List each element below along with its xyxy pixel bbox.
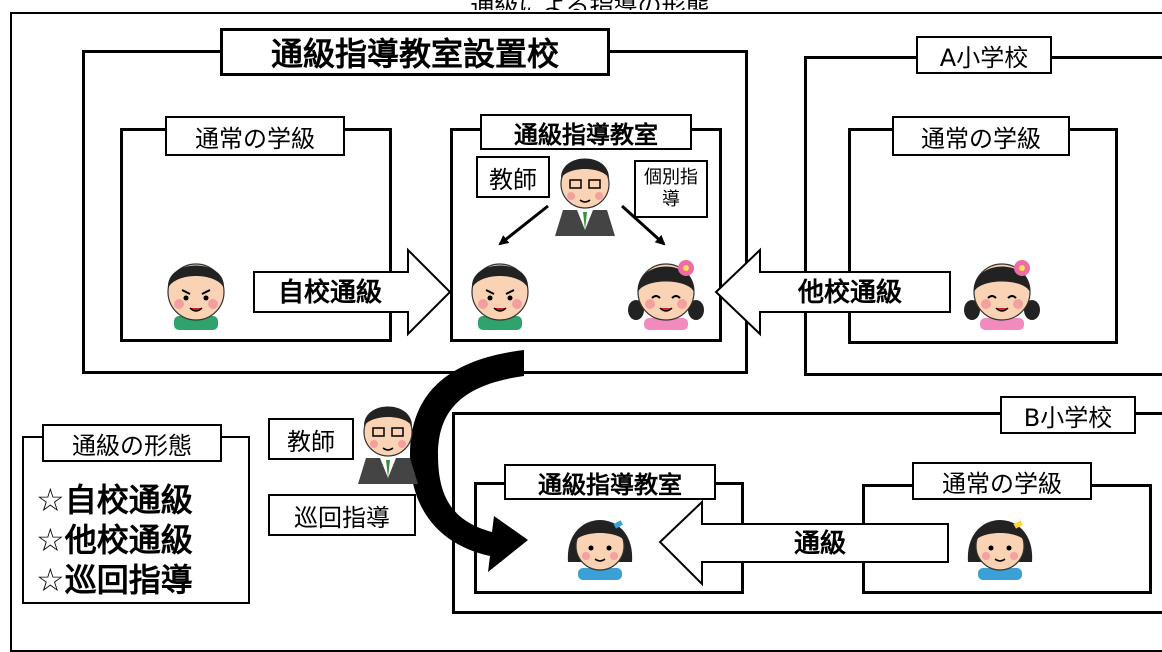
boy-figure-regular xyxy=(167,263,225,330)
other-school-arrow: 他校通級 xyxy=(714,247,951,337)
host-regular-class-label: 通常の学級 xyxy=(165,116,345,156)
teacher-to-girl-arrow xyxy=(620,204,666,246)
girl-figure-school-b-resource xyxy=(567,520,633,580)
legend-item: ☆自校通級 xyxy=(36,481,193,519)
girl-figure-school-a xyxy=(964,260,1040,330)
legend-list: ☆自校通級 ☆他校通級 ☆巡回指導 xyxy=(36,480,193,600)
school-a-title: A小学校 xyxy=(916,36,1052,74)
self-school-arrow-label: 自校通級 xyxy=(278,277,382,308)
school-b-resource-room-label: 通級指導教室 xyxy=(504,464,716,500)
host-teacher-figure xyxy=(555,158,615,236)
legend-item: ☆他校通級 xyxy=(36,521,193,559)
school-b-arrow-label: 通級 xyxy=(794,528,846,559)
boy-figure-resource xyxy=(471,263,529,330)
diagram-graphics: 自校通級 他校通級 通級 xyxy=(167,158,1040,587)
other-school-arrow-label: 他校通級 xyxy=(797,277,902,308)
itinerant-instruction-label: 巡回指導 xyxy=(268,494,416,536)
school-b-title: B小学校 xyxy=(1000,396,1136,434)
host-school-title: 通級指導教室設置校 xyxy=(220,28,610,76)
itinerant-curve-arrow xyxy=(410,350,528,572)
legend-title: 通級の形態 xyxy=(42,424,222,462)
legend-item: ☆巡回指導 xyxy=(36,561,193,599)
school-b-regular-class-label: 通常の学級 xyxy=(912,462,1092,500)
itinerant-teacher-figure xyxy=(358,406,418,484)
individual-instruction-label: 個別指導 xyxy=(634,160,708,218)
top-caption: 通級による指導の形態 xyxy=(400,0,780,10)
itinerant-teacher-label: 教師 xyxy=(268,418,354,460)
host-resource-room-label: 通級指導教室 xyxy=(480,114,692,150)
school-b-arrow: 通級 xyxy=(658,499,949,587)
self-school-arrow: 自校通級 xyxy=(253,247,452,337)
girl-figure-school-b-regular xyxy=(967,520,1033,580)
school-a-regular-class-label: 通常の学級 xyxy=(892,116,1070,156)
teacher-to-boy-arrow xyxy=(498,204,549,246)
host-teacher-label: 教師 xyxy=(476,156,550,198)
girl-figure-resource xyxy=(628,260,704,330)
